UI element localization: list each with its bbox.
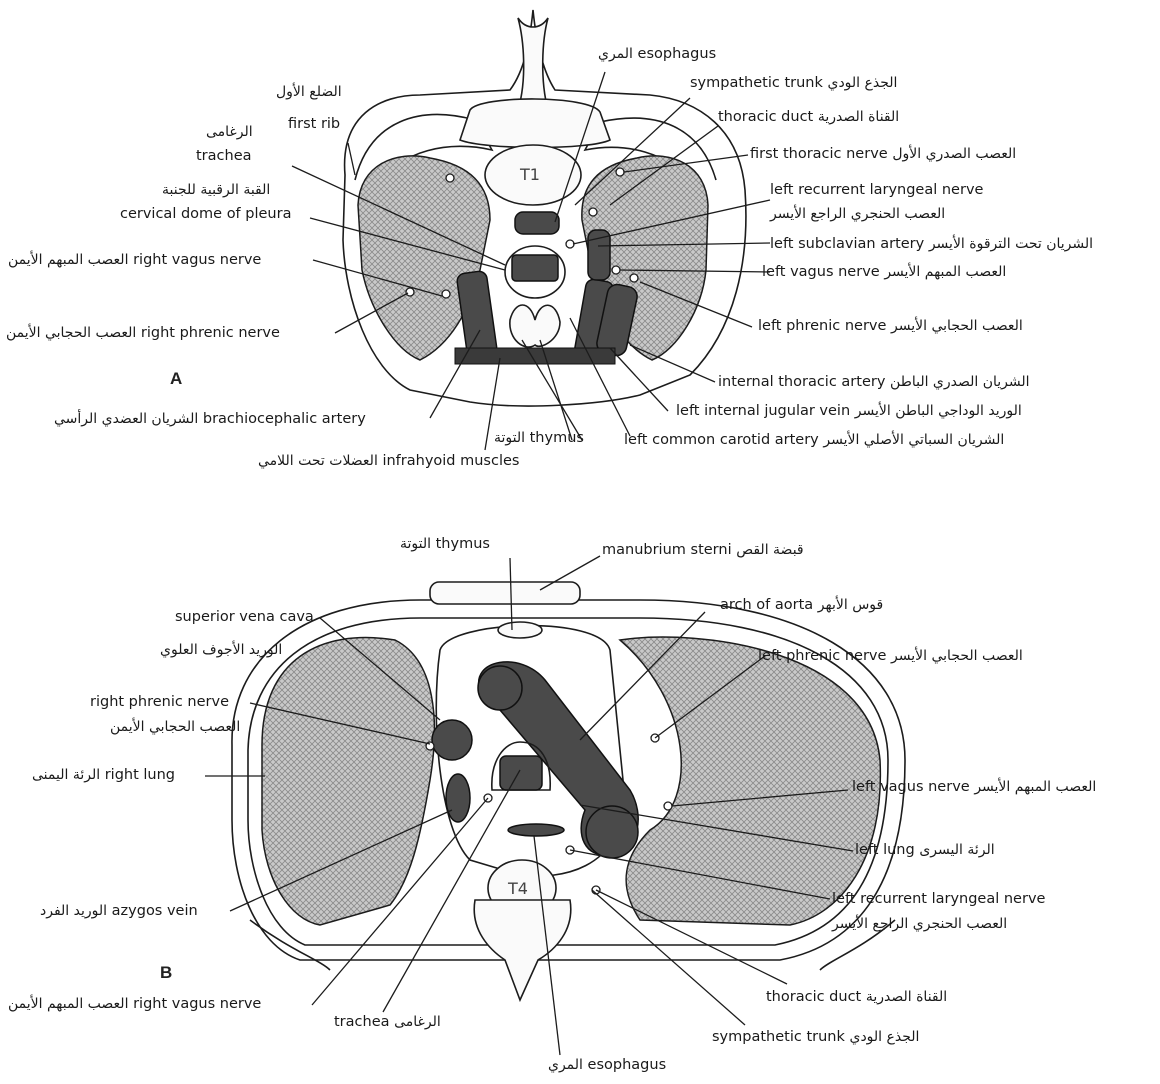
- label-esophagus-a: المري esophagus: [598, 46, 716, 63]
- brachiocephalic-artery-a: [456, 270, 498, 358]
- label-right-phrenic-a: العصب الحجابي الأيمن right phrenic nerve: [6, 325, 280, 342]
- esophagus-shape-a: [515, 212, 559, 234]
- vertebra-t1-label: T1: [520, 166, 540, 183]
- nerve-dot-a5: [612, 266, 620, 274]
- label-trachea-a: trachea: [196, 148, 252, 165]
- label-left-phrenic-a: left phrenic nerve العصب الحجابي الأيسر: [758, 318, 1023, 335]
- label-cervical-dome-ar-a: القبة الرقبية للجنبة: [162, 182, 270, 199]
- label-right-phrenic-b: right phrenic nerve: [90, 694, 229, 711]
- label-manubrium-b: manubrium sterni قبضة القص: [602, 542, 804, 559]
- label-first-rib-a: first rib: [288, 116, 340, 133]
- label-thymus-a: التوتة thymus: [494, 430, 584, 447]
- label-left-recurrent-laryngeal-a: left recurrent laryngeal nerve: [770, 182, 983, 199]
- thymus-shape-b: [498, 622, 542, 638]
- nerve-dot-a7: [406, 288, 414, 296]
- label-azygos-b: الوريد الفرد azygos vein: [40, 903, 198, 920]
- azygos-shape-b: [446, 774, 470, 822]
- label-left-recurrent-b: left recurrent laryngeal nerve: [832, 891, 1045, 908]
- panel-a-letter: A: [170, 369, 182, 389]
- label-internal-thoracic-a: internal thoracic artery الشريان الصدري …: [718, 374, 1030, 391]
- vertebra-t4-arch: [474, 900, 571, 1000]
- aortic-arch-asc-b: [478, 666, 522, 710]
- label-left-phrenic-b: left phrenic nerve العصب الحجابي الأيسر: [758, 648, 1023, 665]
- label-thoracic-duct-a: thoracic duct القناة الصدرية: [718, 109, 899, 126]
- label-left-subclavian-a: left subclavian artery الشريان تحت الترق…: [770, 236, 1093, 253]
- nerve-dot-a4: [566, 240, 574, 248]
- label-first-rib-ar-a: الضلع الأول: [276, 84, 342, 101]
- label-right-vagus-a: العصب المبهم الأيمن right vagus nerve: [8, 252, 261, 269]
- svc-shape-b: [432, 720, 472, 760]
- label-cervical-dome-a: cervical dome of pleura: [120, 206, 291, 223]
- label-sympathetic-trunk-b: sympathetic trunk الجذع الودي: [712, 1029, 919, 1046]
- nerve-dot-a1: [446, 174, 454, 182]
- vagus-dot-left-b: [664, 802, 672, 810]
- label-arch-aorta-b: arch of aorta قوس الأبهر: [720, 597, 883, 614]
- left-subclavian-a: [588, 230, 610, 280]
- left-lung-b: [620, 637, 880, 925]
- label-left-recurrent-ar-b: العصب الحنجري الراجع الأيسر: [832, 916, 1007, 933]
- nerve-dot-a3: [589, 208, 597, 216]
- trachea-lumen-a: [512, 255, 558, 281]
- panel-b-letter: B: [160, 963, 172, 983]
- panel-b-cross-section: [205, 556, 905, 1055]
- label-svc-ar-b: الوريد الأجوف العلوي: [160, 642, 282, 659]
- label-left-cca-a: left common carotid artery الشريان السبا…: [624, 432, 1004, 449]
- thymus-shape-a: [510, 305, 560, 347]
- nerve-dot-a2: [616, 168, 624, 176]
- trachea-lumen-b: [500, 756, 542, 790]
- label-left-lung-b: left lung الرئة اليسرى: [855, 842, 995, 859]
- label-sympathetic-trunk-a: sympathetic trunk الجذع الودي: [690, 75, 897, 92]
- label-infrahyoid-a: العضلات تحت اللامي infrahyoid muscles: [258, 453, 519, 470]
- label-trachea-ar-a: الرغامى: [206, 124, 253, 141]
- label-first-thoracic-nerve-a: first thoracic nerve العصب الصدري الأول: [750, 146, 1016, 163]
- label-svc-b: superior vena cava: [175, 609, 314, 626]
- label-right-vagus-b: العصب المبهم الأيمن right vagus nerve: [8, 996, 261, 1013]
- nerve-dot-a6: [442, 290, 450, 298]
- esophagus-shape-b: [508, 824, 564, 836]
- right-lung-b: [262, 638, 434, 925]
- label-left-recurrent-laryngeal-ar-a: العصب الحنجري الراجع الأيسر: [770, 206, 945, 223]
- vertebra-t4-label: T4: [508, 880, 528, 897]
- label-trachea-b: trachea الرغامى: [334, 1014, 441, 1031]
- label-right-phrenic-ar-b: العصب الحجابي الأيمن: [110, 719, 240, 736]
- label-thoracic-duct-b: thoracic duct القناة الصدرية: [766, 989, 947, 1006]
- label-right-lung-b: الرئة اليمنى right lung: [32, 767, 175, 784]
- label-brachiocephalic-a: الشريان العضدي الرأسي brachiocephalic ar…: [54, 411, 366, 428]
- label-left-vagus-b: left vagus nerve العصب المبهم الأيسر: [852, 779, 1096, 796]
- label-left-ijv-a: left internal jugular vein الوريد الوداج…: [676, 403, 1022, 420]
- nerve-dot-a8: [630, 274, 638, 282]
- manubrium-b: [430, 582, 580, 604]
- label-esophagus-b: المري esophagus: [548, 1057, 666, 1074]
- label-left-vagus-a: left vagus nerve العصب المبهم الأيسر: [762, 264, 1006, 281]
- label-thymus-b: التوتة thymus: [400, 536, 490, 553]
